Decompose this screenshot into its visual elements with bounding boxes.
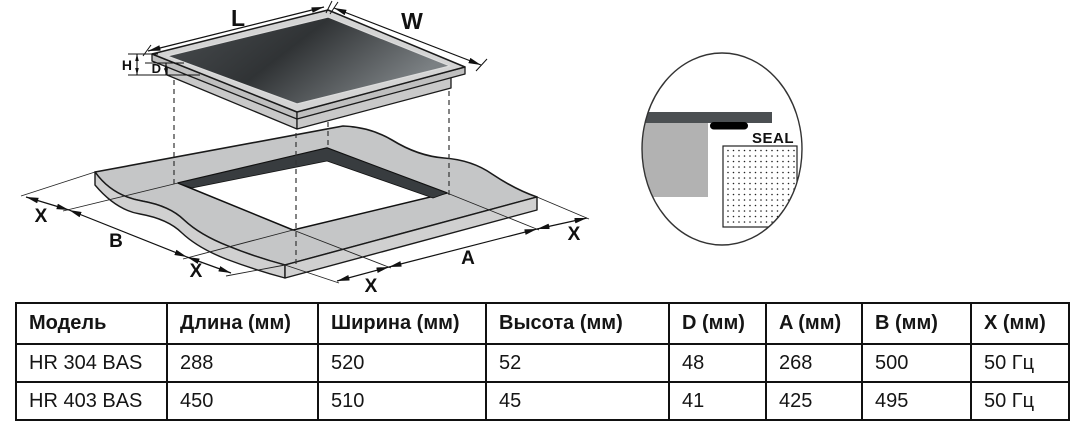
- countertop-cutout: [94, 125, 538, 279]
- dimension-line-L: [147, 6, 325, 52]
- extension-line: [62, 182, 179, 212]
- column-header-height: Высота (мм): [485, 302, 670, 345]
- detail-countertop-section: [722, 145, 798, 228]
- cutout-inner-wall: [177, 147, 448, 199]
- extension-line: [446, 192, 540, 231]
- spec-cell-model: HR 304 BAS: [15, 343, 168, 383]
- detail-hob-body: [642, 123, 708, 197]
- column-header-a: A (мм): [765, 302, 863, 345]
- spec-cell: 50 Гц: [970, 381, 1070, 421]
- spec-cell-model: HR 403 BAS: [15, 381, 168, 421]
- column-header-x: X (мм): [970, 302, 1070, 345]
- extension-tick: [325, 0, 333, 14]
- spec-cell: 425: [765, 381, 863, 421]
- detail-seal-gasket: [710, 122, 748, 130]
- cooktop-height-dimensions: H D: [122, 53, 200, 76]
- spec-cell: 500: [861, 343, 972, 383]
- dim-seg-B: [68, 209, 188, 258]
- spec-cell: 450: [166, 381, 319, 421]
- extension-line: [20, 171, 96, 197]
- column-header-b: B (мм): [861, 302, 972, 345]
- label-bottom-A: A: [461, 248, 475, 269]
- extension-line: [284, 264, 340, 284]
- label-left-X1: X: [35, 206, 48, 227]
- spec-cell: 268: [765, 343, 863, 383]
- label-H: H: [122, 57, 132, 73]
- spec-cell: 50 Гц: [970, 343, 1070, 383]
- spec-cell: 41: [668, 381, 767, 421]
- dim-seg-x1: [25, 196, 70, 211]
- extension-line: [182, 229, 294, 260]
- extension-line: [225, 264, 286, 277]
- installation-diagram: L W H D X B X: [20, 0, 803, 297]
- table-row: HR 403 BAS 450 510 45 41 425 495 50 Гц: [15, 381, 1070, 421]
- spec-cell: 52: [485, 343, 670, 383]
- detail-glass-bar: [642, 112, 772, 123]
- spec-cell: 495: [861, 381, 972, 421]
- dimension-left-chain: X B X: [20, 171, 294, 282]
- column-header-length: Длина (мм): [166, 302, 319, 345]
- label-L: L: [231, 5, 245, 31]
- extension-tick: [475, 58, 488, 72]
- label-left-X2: X: [190, 261, 203, 282]
- seal-label: SEAL: [752, 130, 794, 147]
- spec-cell: 288: [166, 343, 319, 383]
- column-header-d: D (мм): [668, 302, 767, 345]
- dimension-line-W: [333, 7, 482, 66]
- dimension-bottom-chain: X A X: [284, 192, 590, 297]
- projection-lines: [173, 80, 450, 264]
- label-left-B: B: [109, 231, 123, 252]
- column-header-width: Ширина (мм): [317, 302, 487, 345]
- label-bottom-X2: X: [568, 224, 581, 245]
- spec-cell: 510: [317, 381, 487, 421]
- spec-cell: 45: [485, 381, 670, 421]
- dim-seg-A: [388, 228, 538, 268]
- label-bottom-X1: X: [365, 276, 378, 297]
- dim-seg-x3: [336, 266, 390, 282]
- dim-seg-x2: [186, 256, 232, 274]
- cooktop-top-dimensions: L W: [142, 0, 488, 72]
- seal-detail-circle: SEAL: [641, 52, 803, 246]
- spec-table: Модель Длина (мм) Ширина (мм) Высота (мм…: [15, 302, 1070, 421]
- extension-line: [292, 229, 392, 269]
- spec-cell: 48: [668, 343, 767, 383]
- spec-cell: 520: [317, 343, 487, 383]
- dim-seg-x4: [536, 217, 588, 230]
- column-header-model: Модель: [15, 302, 168, 345]
- table-row: HR 304 BAS 288 520 52 48 268 500 50 Гц: [15, 343, 1070, 383]
- label-W: W: [401, 8, 423, 34]
- label-D: D: [152, 61, 161, 76]
- detail-circle-outline: [641, 52, 803, 246]
- extension-line: [536, 196, 590, 220]
- table-header-row: Модель Длина (мм) Ширина (мм) Высота (мм…: [15, 302, 1070, 345]
